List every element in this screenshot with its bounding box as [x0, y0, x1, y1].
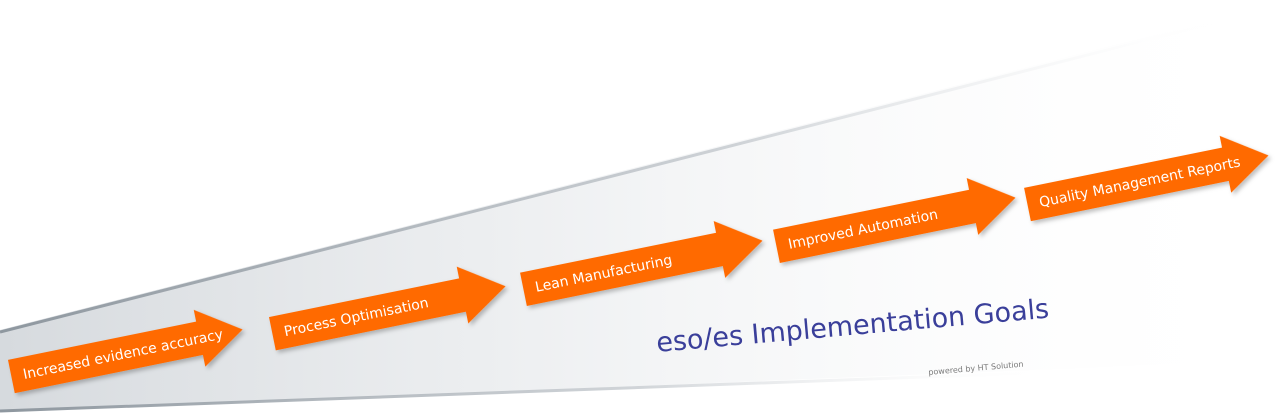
wedge-lower-edge — [0, 370, 1061, 413]
wedge-upper-edge — [0, 18, 1226, 334]
arrow-shape — [520, 221, 763, 306]
arrow-shape — [268, 266, 506, 351]
arrow-shape — [1024, 135, 1269, 222]
arrow-shape — [7, 309, 243, 394]
arrow-shape — [773, 178, 1016, 263]
